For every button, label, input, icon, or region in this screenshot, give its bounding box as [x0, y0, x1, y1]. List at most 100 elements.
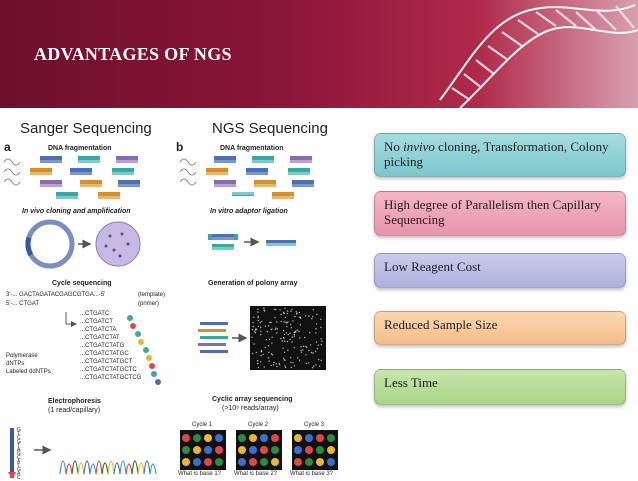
polony-spot: [270, 353, 273, 355]
polony-spot: [318, 358, 320, 361]
polony-spot: [279, 309, 281, 311]
cluster-spot: [215, 458, 223, 466]
polony-spot: [302, 349, 304, 351]
polony-spot: [271, 354, 274, 356]
cluster-spot: [193, 434, 201, 442]
polony-spot: [257, 366, 260, 369]
sanger-step-electrophoresis-sub: (1 read/capillary): [48, 407, 101, 414]
cluster-spot: [238, 446, 246, 454]
sanger-read-line: ...CTGATCTATGCTC: [80, 367, 137, 373]
polony-spot: [293, 365, 296, 367]
cluster-spot: [215, 434, 223, 442]
polony-spot: [286, 312, 289, 315]
polony-spot: [287, 321, 289, 323]
polony-spot: [276, 321, 278, 323]
polony-spot: [290, 366, 292, 369]
polony-spot: [253, 316, 255, 318]
cluster-spot: [260, 446, 268, 454]
polony-spot: [257, 311, 259, 313]
polony-spot: [266, 330, 269, 333]
polony-spot: [315, 328, 317, 330]
polony-spot: [317, 344, 319, 346]
cluster-spot: [316, 434, 324, 442]
polony-spot: [259, 321, 261, 324]
polony-spot: [300, 317, 302, 319]
cluster-spot: [238, 458, 246, 466]
sanger-step-cloning: In vivo cloning and amplification: [22, 208, 131, 215]
polony-spot: [313, 365, 315, 367]
plasmid-icon: [25, 219, 75, 269]
polony-spot: [278, 362, 280, 364]
polony-spot: [289, 332, 291, 334]
polony-spot: [308, 315, 310, 317]
ngs-title: NGS Sequencing: [212, 120, 328, 137]
cluster-spot: [316, 446, 324, 454]
polony-spot: [320, 343, 322, 346]
cluster-spot: [182, 434, 190, 442]
polony-spot: [284, 365, 286, 367]
polony-spot: [284, 366, 287, 369]
colony-icon: [95, 221, 141, 267]
polony-spot: [276, 328, 278, 330]
advantage-text-pre: No: [384, 139, 404, 154]
polony-spot: [273, 361, 275, 364]
polony-spot: [309, 332, 311, 334]
cluster-spot: [193, 458, 201, 466]
polony-spot: [290, 310, 292, 312]
advantage-sample-size: Reduced Sample Size: [374, 311, 626, 345]
reagent-label: Polymerase: [6, 353, 38, 359]
polony-spot: [320, 326, 322, 329]
polony-spot: [267, 345, 270, 347]
polony-spot: [312, 309, 314, 311]
polony-spot: [305, 345, 307, 348]
polony-spot: [299, 324, 302, 326]
polony-spot: [267, 325, 270, 327]
sanger-read-line: ...CTGATCTATGCTCG: [80, 375, 142, 381]
polony-spot: [308, 349, 310, 352]
advantage-text-em: invivo: [403, 139, 435, 154]
polony-spot: [264, 325, 267, 327]
cluster-spot: [249, 458, 257, 466]
cluster-spot: [260, 434, 268, 442]
cluster-spot: [305, 458, 313, 466]
page-title: ADVANTAGES OF NGS: [34, 44, 232, 64]
polony-spot: [294, 315, 296, 318]
polony-spot: [311, 367, 314, 369]
sanger-vs-ngs-figure: Sanger Sequencing NGS Sequencing a b DNA…: [0, 110, 350, 481]
polony-spot: [295, 311, 297, 313]
polony-spot: [275, 327, 277, 329]
cycle-label: Cycle 1: [192, 422, 213, 428]
polony-spot: [283, 359, 286, 361]
ngs-step-cyclic-sub: (>10⁶ reads/array): [222, 405, 279, 412]
polony-spot: [274, 316, 276, 319]
sanger-read-line: ...CTGATCTAT: [80, 335, 120, 341]
polony-spot: [296, 329, 299, 331]
cycle-arrays: [180, 430, 338, 470]
polony-spot: [268, 351, 270, 354]
advantage-text: Low Reagent Cost: [384, 259, 481, 274]
polony-spot: [270, 321, 272, 323]
polony-spot: [286, 310, 289, 312]
polony-spot: [299, 337, 301, 339]
polony-spot: [302, 345, 305, 348]
polony-spot: [286, 322, 288, 324]
polony-spot: [315, 341, 318, 343]
advantage-no-cloning: No invivo cloning, Transformation, Colon…: [374, 133, 626, 177]
polony-spot: [300, 346, 302, 348]
polony-spot: [282, 329, 285, 332]
polony-spot: [260, 361, 262, 363]
polony-spot: [315, 364, 317, 366]
polony-spot: [300, 351, 303, 353]
polony-spot: [282, 347, 284, 349]
polony-spot: [263, 366, 265, 368]
polony-spot: [276, 332, 278, 334]
sanger-title: Sanger Sequencing: [20, 120, 152, 137]
ngs-fragments: [206, 156, 314, 199]
polony-spot: [275, 363, 277, 365]
polony-spot: [314, 350, 317, 352]
polony-spot: [264, 346, 266, 349]
base-question-label: What is base 2?: [234, 471, 278, 477]
polony-spot: [252, 322, 254, 324]
figure-graphics: [3, 156, 338, 478]
dna-strand-icon: [3, 158, 197, 186]
